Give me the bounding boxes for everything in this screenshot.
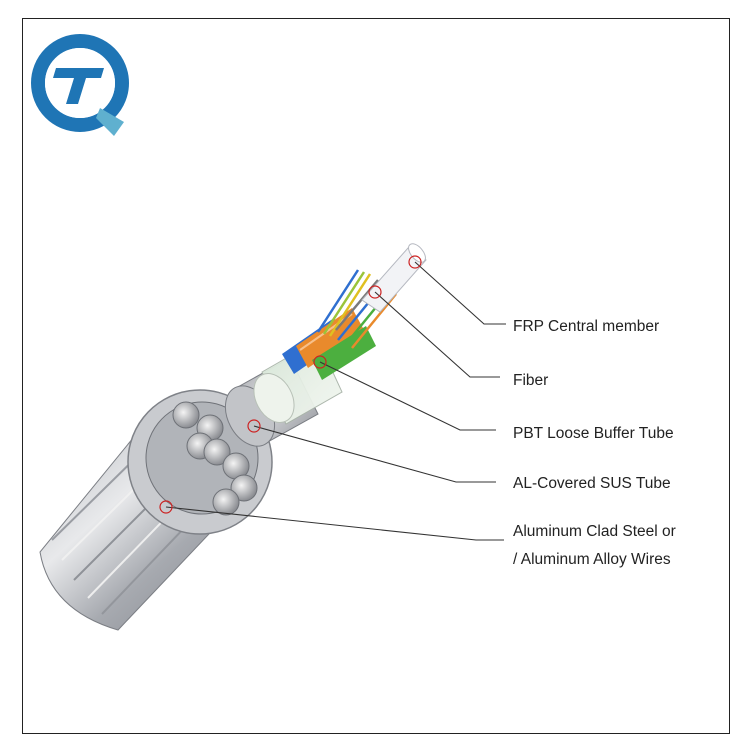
callout-markers	[159, 255, 422, 514]
marker-acs	[159, 500, 173, 514]
logo	[31, 34, 129, 136]
leader-acs	[165, 506, 504, 541]
label-aluminum-alloy-wires: / Aluminum Alloy Wires	[513, 551, 671, 568]
colored-fiber-tubes	[282, 308, 376, 380]
marker-fiber	[368, 285, 382, 299]
logo-t-icon	[53, 68, 104, 104]
marker-pbt	[313, 355, 327, 369]
label-fiber: Fiber	[513, 372, 549, 389]
leader-pbt	[319, 361, 496, 431]
logo-ring	[31, 34, 129, 132]
logo-tail-icon	[96, 108, 124, 136]
marker-frp	[408, 255, 422, 269]
label-aluminum-clad-steel: Aluminum Clad Steel or	[513, 523, 676, 540]
label-al-covered-sus-tube: AL-Covered SUS Tube	[513, 475, 671, 492]
leader-fiber	[374, 291, 500, 378]
leader-frp	[414, 261, 506, 325]
leader-lines	[165, 261, 506, 541]
frp-central-member	[361, 243, 427, 313]
image-frame	[22, 18, 730, 734]
label-pbt-loose-buffer-tube: PBT Loose Buffer Tube	[513, 425, 674, 442]
leader-sus	[253, 425, 496, 483]
orange-tube	[296, 308, 364, 368]
label-frp-central-member: FRP Central member	[513, 318, 660, 335]
marker-sus	[247, 419, 261, 433]
